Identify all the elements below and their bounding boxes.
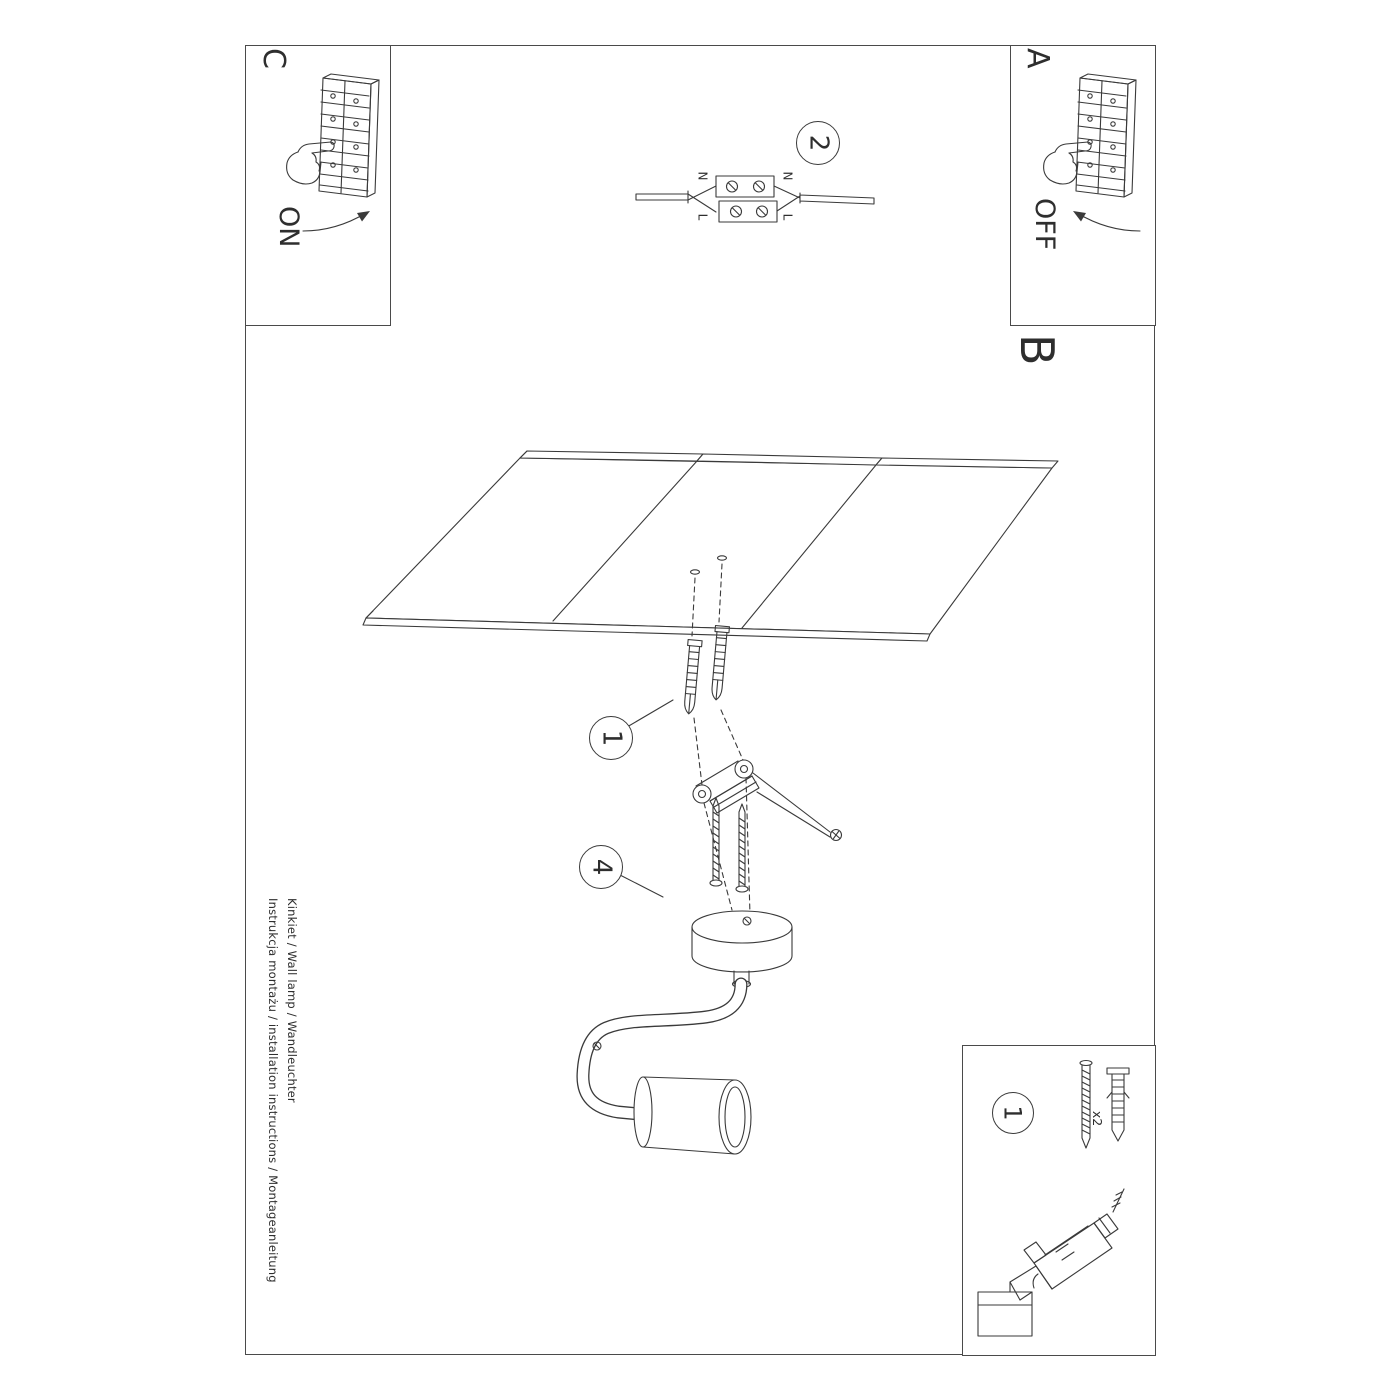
wire-label-l-left: L [695, 213, 709, 221]
section-b-label: B [1010, 334, 1064, 366]
wire-label-l-right: L [780, 213, 794, 221]
leader-lines [619, 699, 674, 898]
lamp-shade-drawing [633, 1076, 752, 1155]
wall-plug-icon [711, 624, 731, 701]
section-c-box [245, 45, 391, 326]
mounting-screws-drawing [709, 797, 749, 893]
sheet-title-line-2: Kinkiet / Wall lamp / Wandleuchter [285, 898, 299, 1103]
wall-plug-icon [684, 638, 703, 715]
step-2-badge: 2 [796, 121, 840, 165]
wire-label-n-right: N [779, 171, 794, 181]
step-4-number: 4 [585, 858, 616, 876]
terminal-strip-icon [1075, 73, 1137, 198]
hand-icon [286, 141, 335, 185]
sheet-title-line-1: Instrukcja montażu / installation instru… [266, 898, 280, 1283]
switch-on-label: ON [273, 206, 304, 248]
step-4-badge: 4 [579, 845, 623, 889]
step-2-number: 2 [802, 134, 833, 152]
parts-quantity-label: x2 [1090, 1110, 1106, 1126]
small-screw-drawing [752, 772, 843, 842]
mounting-bracket-drawing [692, 759, 760, 814]
canopy-drawing [691, 910, 793, 989]
lamp-arm-drawing [576, 977, 748, 1122]
drill-icon [977, 1188, 1125, 1337]
wiring-diagram [635, 175, 875, 223]
step-1-badge: 1 [589, 716, 633, 760]
wall-panel-drawing [362, 450, 1059, 642]
parts-step-number: 1 [999, 1105, 1027, 1121]
section-c-label: C [256, 48, 291, 69]
on-arrow-icon [302, 211, 370, 232]
parts-step-badge: 1 [992, 1092, 1034, 1134]
off-arrow-icon [1073, 211, 1141, 232]
hand-icon [1043, 141, 1092, 185]
alignment-dashed-lines [691, 563, 751, 916]
step-1-number: 1 [595, 729, 626, 747]
parts-plug-icon [1106, 1067, 1130, 1142]
section-a-label: A [1020, 48, 1055, 69]
parts-screw-icon [1079, 1059, 1093, 1149]
terminal-strip-icon [318, 73, 380, 198]
switch-off-label: OFF [1029, 198, 1060, 251]
wire-label-n-left: N [694, 171, 709, 181]
